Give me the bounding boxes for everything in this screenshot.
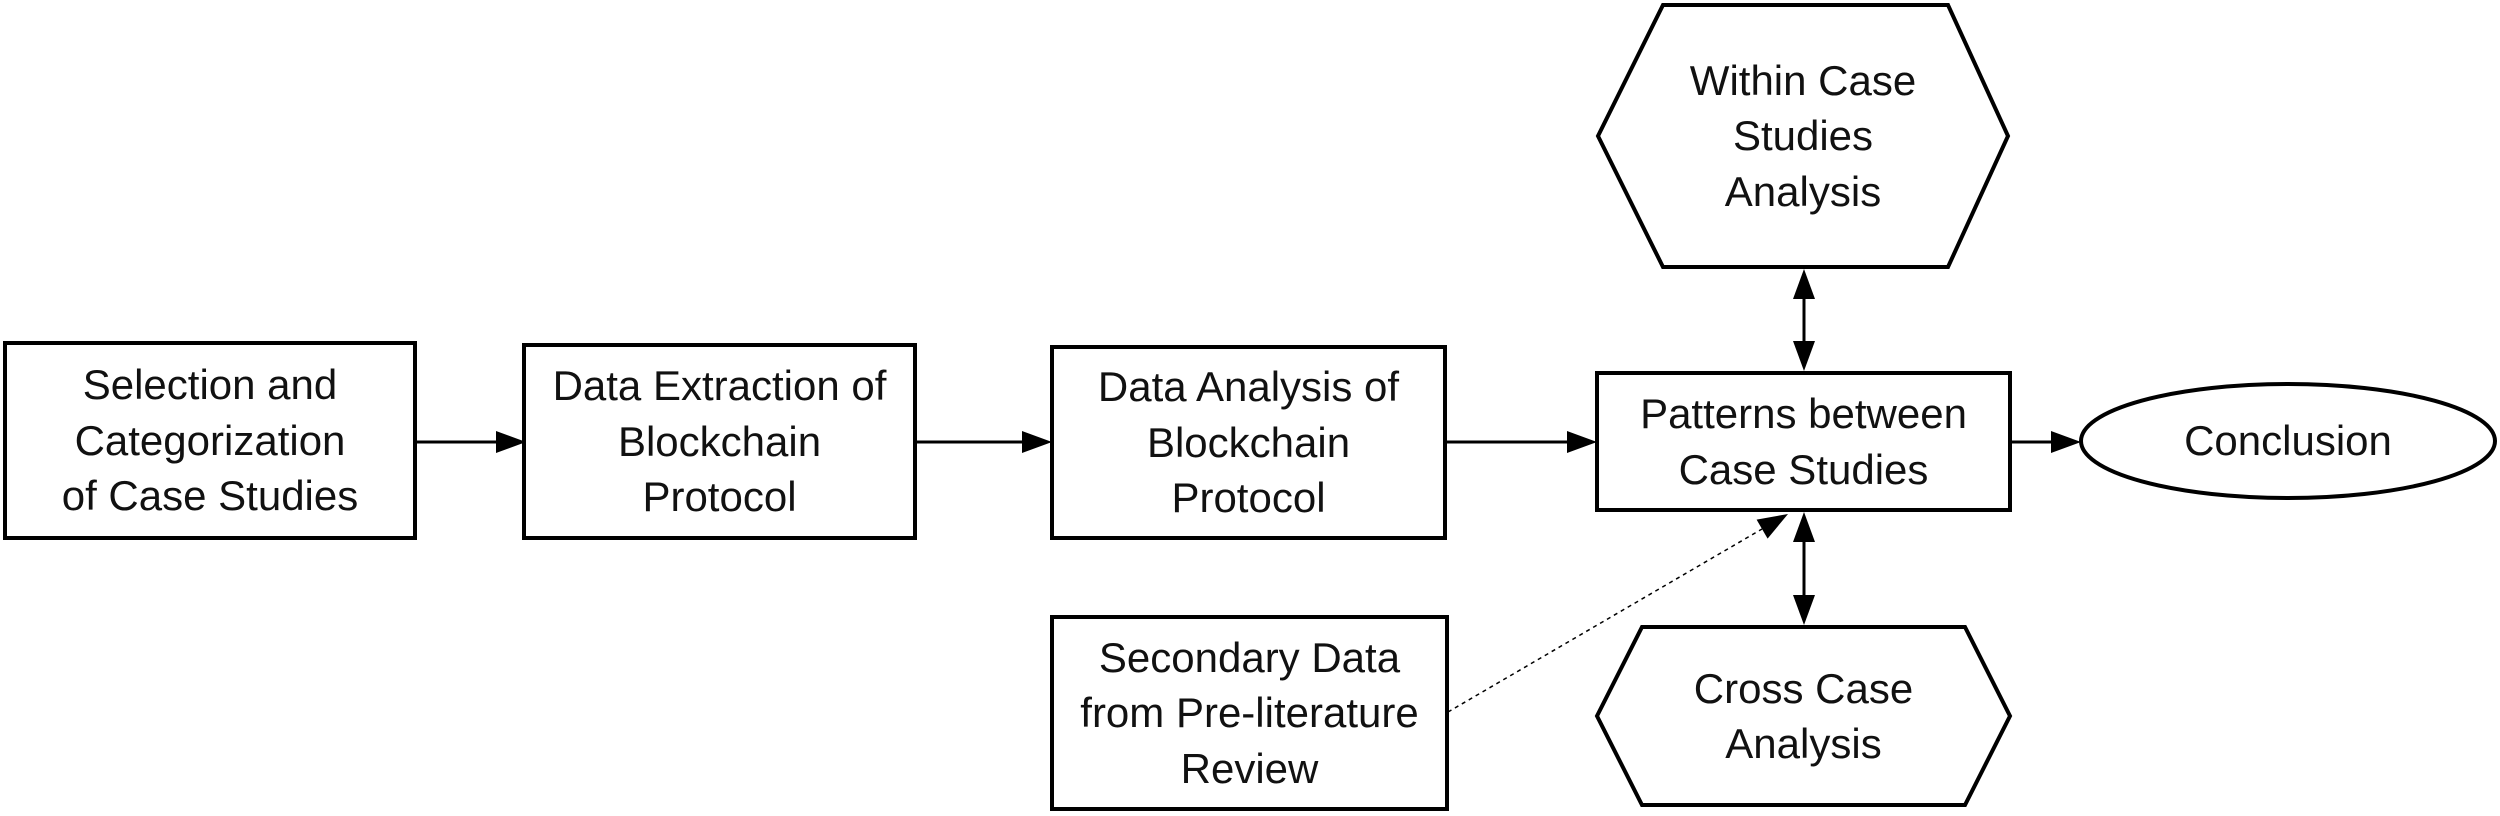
cross-case-hexagon [1594,625,2013,807]
within-case-hexagon [1595,3,2011,269]
patterns-box [1595,371,2012,512]
secondary-data-box [1050,615,1449,811]
arrow-patterns-within-case [1793,269,1815,371]
arrow-patterns-cross-case [1793,512,1815,625]
arrow-extraction-to-analysis [915,431,1052,453]
analysis-box [1050,345,1447,540]
extraction-box [522,343,917,540]
conclusion-ellipse [2079,382,2497,500]
arrow-analysis-to-patterns [1445,431,1597,453]
arrow-selection-to-extraction [415,431,526,453]
arrow-patterns-to-conclusion [2010,431,2081,453]
arrow-secondary-to-patterns [1447,514,1788,713]
selection-box [3,341,417,540]
